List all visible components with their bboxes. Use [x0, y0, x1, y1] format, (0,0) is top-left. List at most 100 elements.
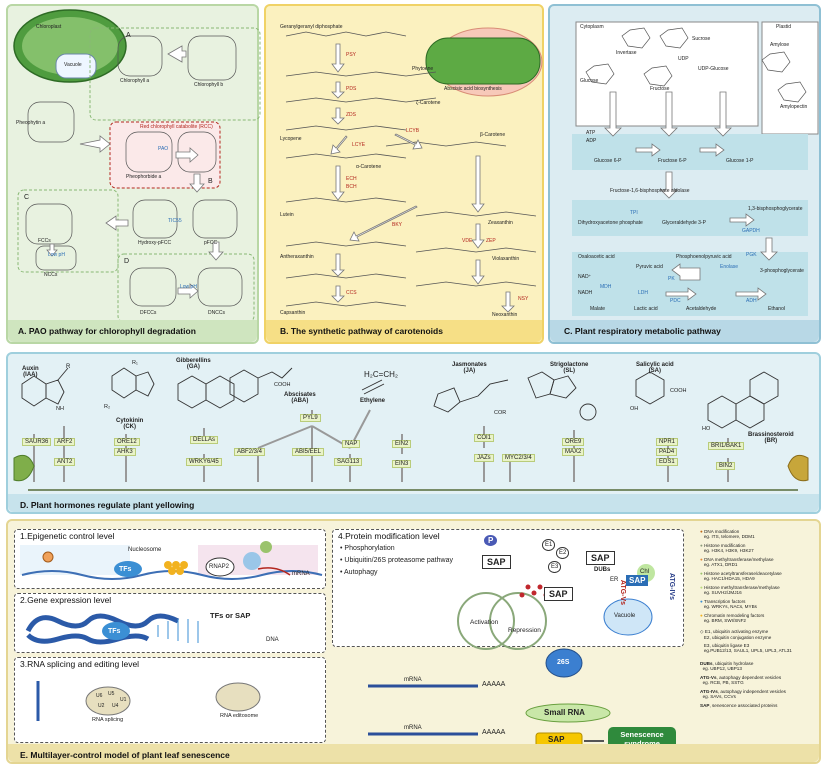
gene-ahk3: AHK3 [114, 448, 136, 456]
leaf-left-icon [13, 454, 35, 482]
gene-max2: MAX2 [562, 448, 585, 456]
panel-b-diagram [285, 27, 543, 313]
glucose6p-label: Glucose 6-P [594, 158, 622, 164]
carotenoid-arrows [330, 43, 515, 313]
l2-tfs [102, 622, 130, 640]
legend-item-7: ◇ E1, ubiquitin activating enzyme E2, ub… [700, 629, 772, 640]
amylopectin-label: Amylopectin [780, 104, 808, 110]
gene-sag113: SAG113 [334, 458, 363, 466]
l2-dna-ladder [157, 619, 199, 643]
udp-label: UDP [678, 56, 689, 62]
glucose-label: Glucose [580, 78, 599, 84]
dnccs-label: DNCCs [208, 310, 225, 316]
l1-tfs [114, 561, 142, 577]
level-4-title: 4.Protein modification level [338, 531, 440, 541]
udp-glucose-label: UDP-Glucose [698, 66, 729, 72]
rna-editosome-label: RNA editosome [220, 713, 259, 719]
sap-label-1: SAP [482, 555, 511, 569]
glycolysis-band-1 [572, 134, 808, 170]
oxaloacetic-label: Oxaloacetic acid [578, 254, 615, 260]
legend-item-0: ● DNA modification eg. ITS, telomere, DD… [700, 529, 755, 539]
senescence-syndrome-label: Senescence syndrome [620, 730, 664, 748]
capsanthin-label: Capsanthin [280, 310, 306, 316]
panel-a-caption: A. PAO pathway for chlorophyll degradati… [18, 326, 196, 336]
box-a [89, 27, 261, 121]
nadh-label: NADH [578, 290, 593, 296]
hormone-salicylic-name: Salicylic acid(SA) [636, 362, 674, 374]
chem-cooh-aba: COOH [274, 382, 291, 388]
zep-label: ZEP [486, 238, 496, 244]
pyruvic-label: Pyruvic acid [636, 264, 663, 270]
chem-r: R [66, 364, 71, 370]
hormone-jasmonates-name: Jasmonates(JA) [452, 362, 487, 374]
e2-icon: E2 [556, 547, 570, 559]
lutein-label: Lutein [280, 212, 294, 218]
level-2-box [14, 593, 326, 653]
legend2-item-0: DUBs, ubiquitin hydrolase eg. UBP12, UBP… [700, 661, 754, 671]
pfcc-label: pFCC [204, 240, 218, 246]
amylose-label: Amylose [770, 42, 790, 48]
gene-ant2: ANT2 [54, 458, 76, 466]
pds-label: PDS [346, 86, 357, 92]
lcyb-label: LCYB [406, 128, 420, 134]
mrna-label-l1: mRNA [292, 571, 310, 577]
chem-nh: NH [56, 406, 64, 412]
neoxanthin-label: Neoxanthin [492, 312, 518, 318]
l1-mrna-line [257, 567, 291, 576]
gapdh-label: GAPDH [742, 228, 760, 234]
phosphate-p-icon: P [484, 535, 498, 546]
pheophytin-a-label: Pheophytin a [16, 120, 46, 126]
panel-e-caption: E. Multilayer-control model of plant lea… [20, 750, 230, 760]
rcc-label: Red chlorophyll catabolite (RCC) [140, 124, 213, 130]
level-2-title: 2.Gene expression level [20, 595, 112, 605]
panel-b-caption: B. The synthetic pathway of carotenoids [280, 326, 443, 336]
pg3-label: 3-phosphoglycerate [760, 268, 804, 274]
aaaaa-label-1: AAAAA [482, 681, 506, 688]
ech-label: ECH [346, 176, 357, 182]
legend-item-6: ● Chromatin remodeling factors eg. BRM, … [700, 613, 765, 623]
adp-label: ADP [586, 138, 597, 144]
phytoene-label: Phytoene [412, 66, 434, 72]
l1-dna-mod [42, 551, 54, 563]
panel-c-caption: C. Plant respiratory metabolic pathway [564, 326, 721, 336]
molecule-structures [25, 35, 243, 307]
hormone-gibberellins-name: Gibberellins(GA) [176, 358, 211, 370]
ccs-label: CCS [346, 290, 357, 296]
letter-a: A [126, 32, 131, 39]
block-arrows [46, 45, 224, 299]
alpha-carotene-label: α-Carotene [356, 164, 382, 170]
pgk-label: PGK [746, 252, 757, 258]
small-rna-ellipse [525, 703, 611, 723]
gene-ein3: EIN3 [392, 460, 412, 468]
proteasome-26s [545, 648, 583, 678]
level-3-title: 3.RNA splicing and editing level [20, 659, 140, 669]
chem-cor: COR [494, 410, 507, 416]
l1-rnap2 [205, 557, 235, 577]
gene-coi1: COI1 [474, 434, 495, 442]
nad-label: NAD⁺ [578, 274, 592, 280]
legend2-item-2: ATG-IVs, autophagy independent vesicles … [700, 689, 786, 699]
chem-ho-br: HO [702, 426, 711, 432]
low-ph-label: Low pH [48, 252, 65, 258]
vacuole-label-e: Vacuole [614, 613, 636, 619]
fructose-label: Fructose [650, 86, 670, 92]
vacuole-shape-e [603, 598, 653, 636]
gene-abf: ABF2/3/4 [234, 448, 266, 456]
u6-label: U6 [96, 693, 103, 699]
legend2-item-1: ATG-Vs, autophagy dependent vesicles eg.… [700, 675, 782, 685]
activation-circle [457, 592, 515, 650]
sap-label-3: SAP [544, 587, 573, 601]
bullet-phosphorylation: • Phosphorylation [340, 545, 395, 552]
pep-label: Phosphoenolpyruvic acid [676, 254, 732, 260]
chl-label: Chl [640, 569, 650, 575]
aaaaa-label-2: AAAAA [482, 729, 506, 736]
gene-eds1: EDS1 [656, 458, 678, 466]
glucose1p-label: Glucose 1-P [726, 158, 754, 164]
gene-arf2: ARF2 [54, 438, 76, 446]
nccs-label: NCCs [44, 272, 58, 278]
hormone-auxin-name: Auxin(IAA) [22, 366, 39, 378]
hormone-brassinosteroid-name: Brassinosteroid(BR) [748, 432, 794, 444]
glycolysis-band-2 [572, 200, 808, 236]
letter-c: C [24, 194, 30, 201]
chem-cooh-sa: COOH [670, 388, 687, 394]
